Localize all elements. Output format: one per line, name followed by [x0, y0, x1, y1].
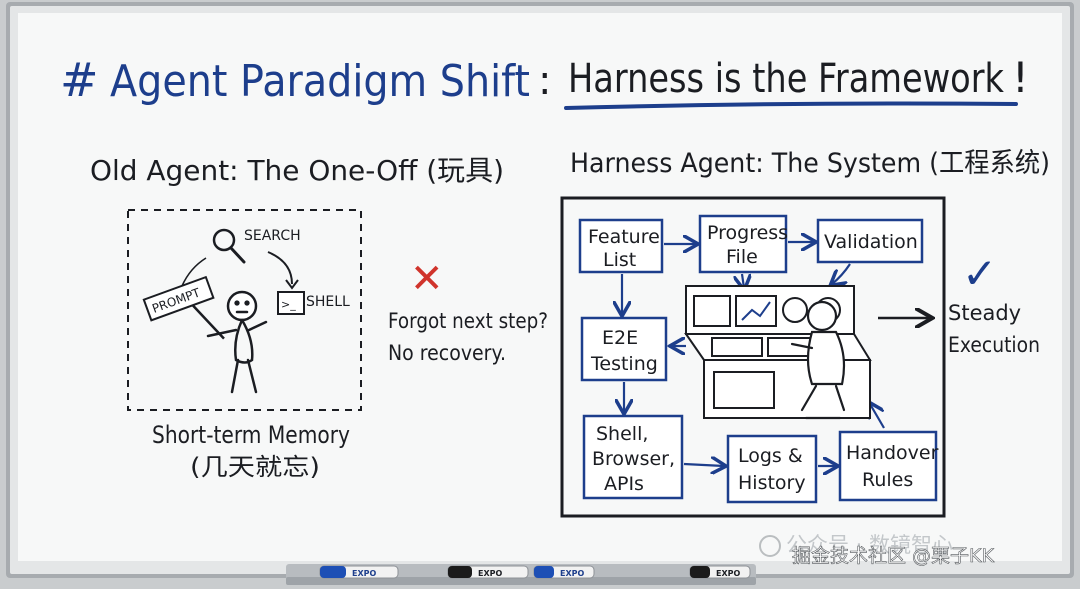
box-validation-line1: Validation — [824, 231, 918, 253]
marker-1-brand: EXPO — [352, 569, 376, 578]
marker-1[interactable]: EXPO — [319, 565, 399, 579]
marker-4-brand: EXPO — [716, 569, 740, 578]
short-term-memory-subcaption: (几天就忘) — [190, 453, 320, 481]
box-progress-file-line1: Progress — [707, 222, 788, 244]
box-logs-line2: History — [738, 472, 806, 494]
failure-line-2: No recovery. — [388, 341, 506, 365]
box-feature-list-line1: Feature — [588, 226, 660, 248]
operator-head — [806, 300, 838, 332]
short-term-memory-box — [127, 209, 362, 411]
operator-leg-2 — [834, 384, 846, 412]
short-term-memory-caption: Short-term Memory — [152, 421, 350, 449]
box-logs-history: Logs & History — [726, 434, 818, 504]
console-gauge-1 — [782, 297, 808, 323]
box-shell-line1: Shell, — [596, 423, 648, 445]
title-colon: : — [538, 58, 551, 104]
box-shell-line3: APIs — [604, 473, 644, 495]
magnifier-icon — [212, 228, 246, 264]
box-handover-rules: Handover Rules — [838, 430, 939, 502]
result-line-2: Execution — [948, 333, 1040, 357]
operator-leg-1 — [800, 384, 818, 412]
search-arrow — [267, 251, 293, 285]
marker-3[interactable]: EXPO — [533, 565, 595, 579]
watermark-line-2: 掘金技术社区 @栗子KK — [792, 545, 994, 567]
marker-tray-lip — [286, 577, 756, 585]
operator-arm — [790, 342, 814, 350]
failure-line-1: Forgot next step? — [388, 309, 548, 333]
box-e2e-testing: E2E Testing — [580, 316, 668, 382]
arrow-handover-to-operator — [870, 404, 885, 429]
marker-2[interactable]: EXPO — [447, 565, 529, 579]
box-feature-list-line2: List — [603, 249, 636, 271]
console-chart-line — [741, 301, 771, 321]
operator-figure — [790, 300, 846, 420]
old-agent-illustration: SEARCH >_ SHELL PROMPT — [127, 209, 362, 411]
title-highlight: Harness is the Framework — [568, 56, 1005, 102]
title-bang: ! — [1012, 53, 1029, 102]
title-hash: # — [60, 53, 99, 107]
search-arrow-head — [285, 279, 299, 290]
search-label: SEARCH — [244, 228, 301, 244]
console-drawer — [713, 371, 775, 409]
marker-4[interactable]: EXPO — [689, 565, 751, 579]
title: # Agent Paradigm Shift : Harness is the … — [60, 53, 1029, 107]
checkmark-icon: ✓ — [962, 249, 997, 298]
box-validation: Validation — [816, 218, 924, 264]
box-shell-browser-apis: Shell, Browser, APIs — [582, 414, 684, 500]
console-screen-list — [693, 295, 731, 327]
terminal-glyph: >_ — [281, 298, 296, 311]
title-underline — [564, 101, 1018, 110]
harness-system-frame — [560, 196, 946, 518]
flow-arrows — [622, 242, 885, 466]
marker-2-brand: EXPO — [478, 569, 502, 578]
box-e2e-testing-line2: Testing — [590, 353, 658, 375]
stick-figure — [206, 290, 268, 394]
console-screen-chart — [735, 295, 777, 327]
watermark: 公众号 · 数镜智心 — [759, 533, 953, 557]
box-handover-line1: Handover — [846, 442, 939, 464]
harness-agent-heading: Harness Agent: The System (工程系统) — [570, 148, 1050, 179]
box-feature-list: Feature List — [578, 218, 664, 274]
box-handover-line2: Rules — [862, 469, 913, 491]
console-keyboard-1 — [711, 337, 763, 357]
shell-label: SHELL — [306, 294, 350, 310]
watermark-line-1: 公众号 · 数镜智心 — [786, 533, 953, 557]
wechat-icon — [759, 535, 781, 557]
red-x-icon: ✕ — [410, 256, 444, 302]
box-progress-file-line2: File — [726, 246, 758, 268]
arrow-shell-to-logs — [683, 464, 724, 466]
box-logs-line1: Logs & — [738, 445, 803, 467]
box-shell-line2: Browser, — [592, 448, 675, 470]
terminal-icon — [277, 291, 305, 315]
marker-3-brand: EXPO — [560, 569, 584, 578]
prompt-arrow — [181, 257, 207, 287]
box-e2e-testing-line1: E2E — [602, 327, 638, 349]
box-progress-file: Progress File — [698, 214, 788, 274]
title-main: Agent Paradigm Shift — [110, 56, 530, 107]
prompt-sign-board — [142, 275, 215, 322]
old-agent-heading: Old Agent: The One-Off (玩具) — [90, 154, 504, 187]
operator-body — [806, 330, 846, 386]
result-line-1: Steady — [948, 301, 1021, 325]
arrow-validation-to-console — [832, 263, 851, 284]
